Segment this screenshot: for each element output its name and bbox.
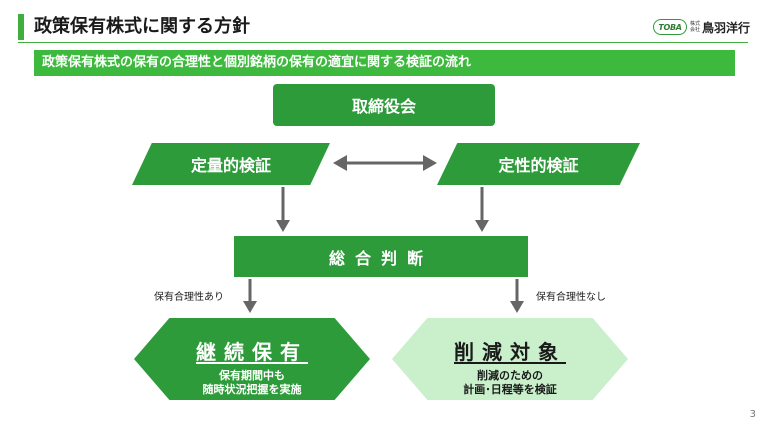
qualitative-verification-node: 定性的検証 <box>437 143 640 185</box>
continue-holding-title: 継続保有 <box>196 340 308 364</box>
page-title: 政策保有株式に関する方針 <box>34 16 250 37</box>
subtitle-band: 政策保有株式の保有の合理性と個別銘柄の保有の適宜に関する検証の流れ <box>34 50 735 76</box>
quantitative-verification-node: 定量的検証 <box>132 143 330 185</box>
board-of-directors-node: 取締役会 <box>273 84 495 126</box>
logo-badge: TOBA <box>653 19 687 35</box>
comprehensive-judgment-node: 総合判断 <box>234 236 528 277</box>
reduction-target-node: 削減対象 削減のための 計画･日程等を検証 <box>392 318 628 400</box>
continue-holding-line1: 保有期間中も <box>219 369 285 382</box>
title-divider <box>18 42 748 43</box>
arrow-judgment-to-keep <box>243 279 257 313</box>
continue-holding-node: 継続保有 保有期間中も 随時状況把握を実施 <box>134 318 370 400</box>
left-edge-label: 保有合理性あり <box>154 292 224 303</box>
company-logo: TOBA 株式会社 鳥羽洋行 <box>653 16 750 38</box>
arrow-quantitative-to-judgment <box>276 187 290 232</box>
title-accent-bar <box>18 14 24 40</box>
reduction-target-line1: 削減のための <box>477 369 543 382</box>
arrow-judgment-to-reduce <box>510 279 524 313</box>
continue-holding-line2: 随時状況把握を実施 <box>202 383 302 396</box>
logo-small-text: 株式会社 <box>690 21 701 33</box>
page-number: 3 <box>749 409 756 420</box>
logo-company-name: 鳥羽洋行 <box>702 20 751 35</box>
arrow-qualitative-to-judgment <box>475 187 489 232</box>
bidirectional-arrow <box>333 155 437 171</box>
reduction-target-title: 削減対象 <box>454 340 566 364</box>
right-edge-label: 保有合理性なし <box>536 292 606 303</box>
reduction-target-line2: 計画･日程等を検証 <box>463 383 557 396</box>
